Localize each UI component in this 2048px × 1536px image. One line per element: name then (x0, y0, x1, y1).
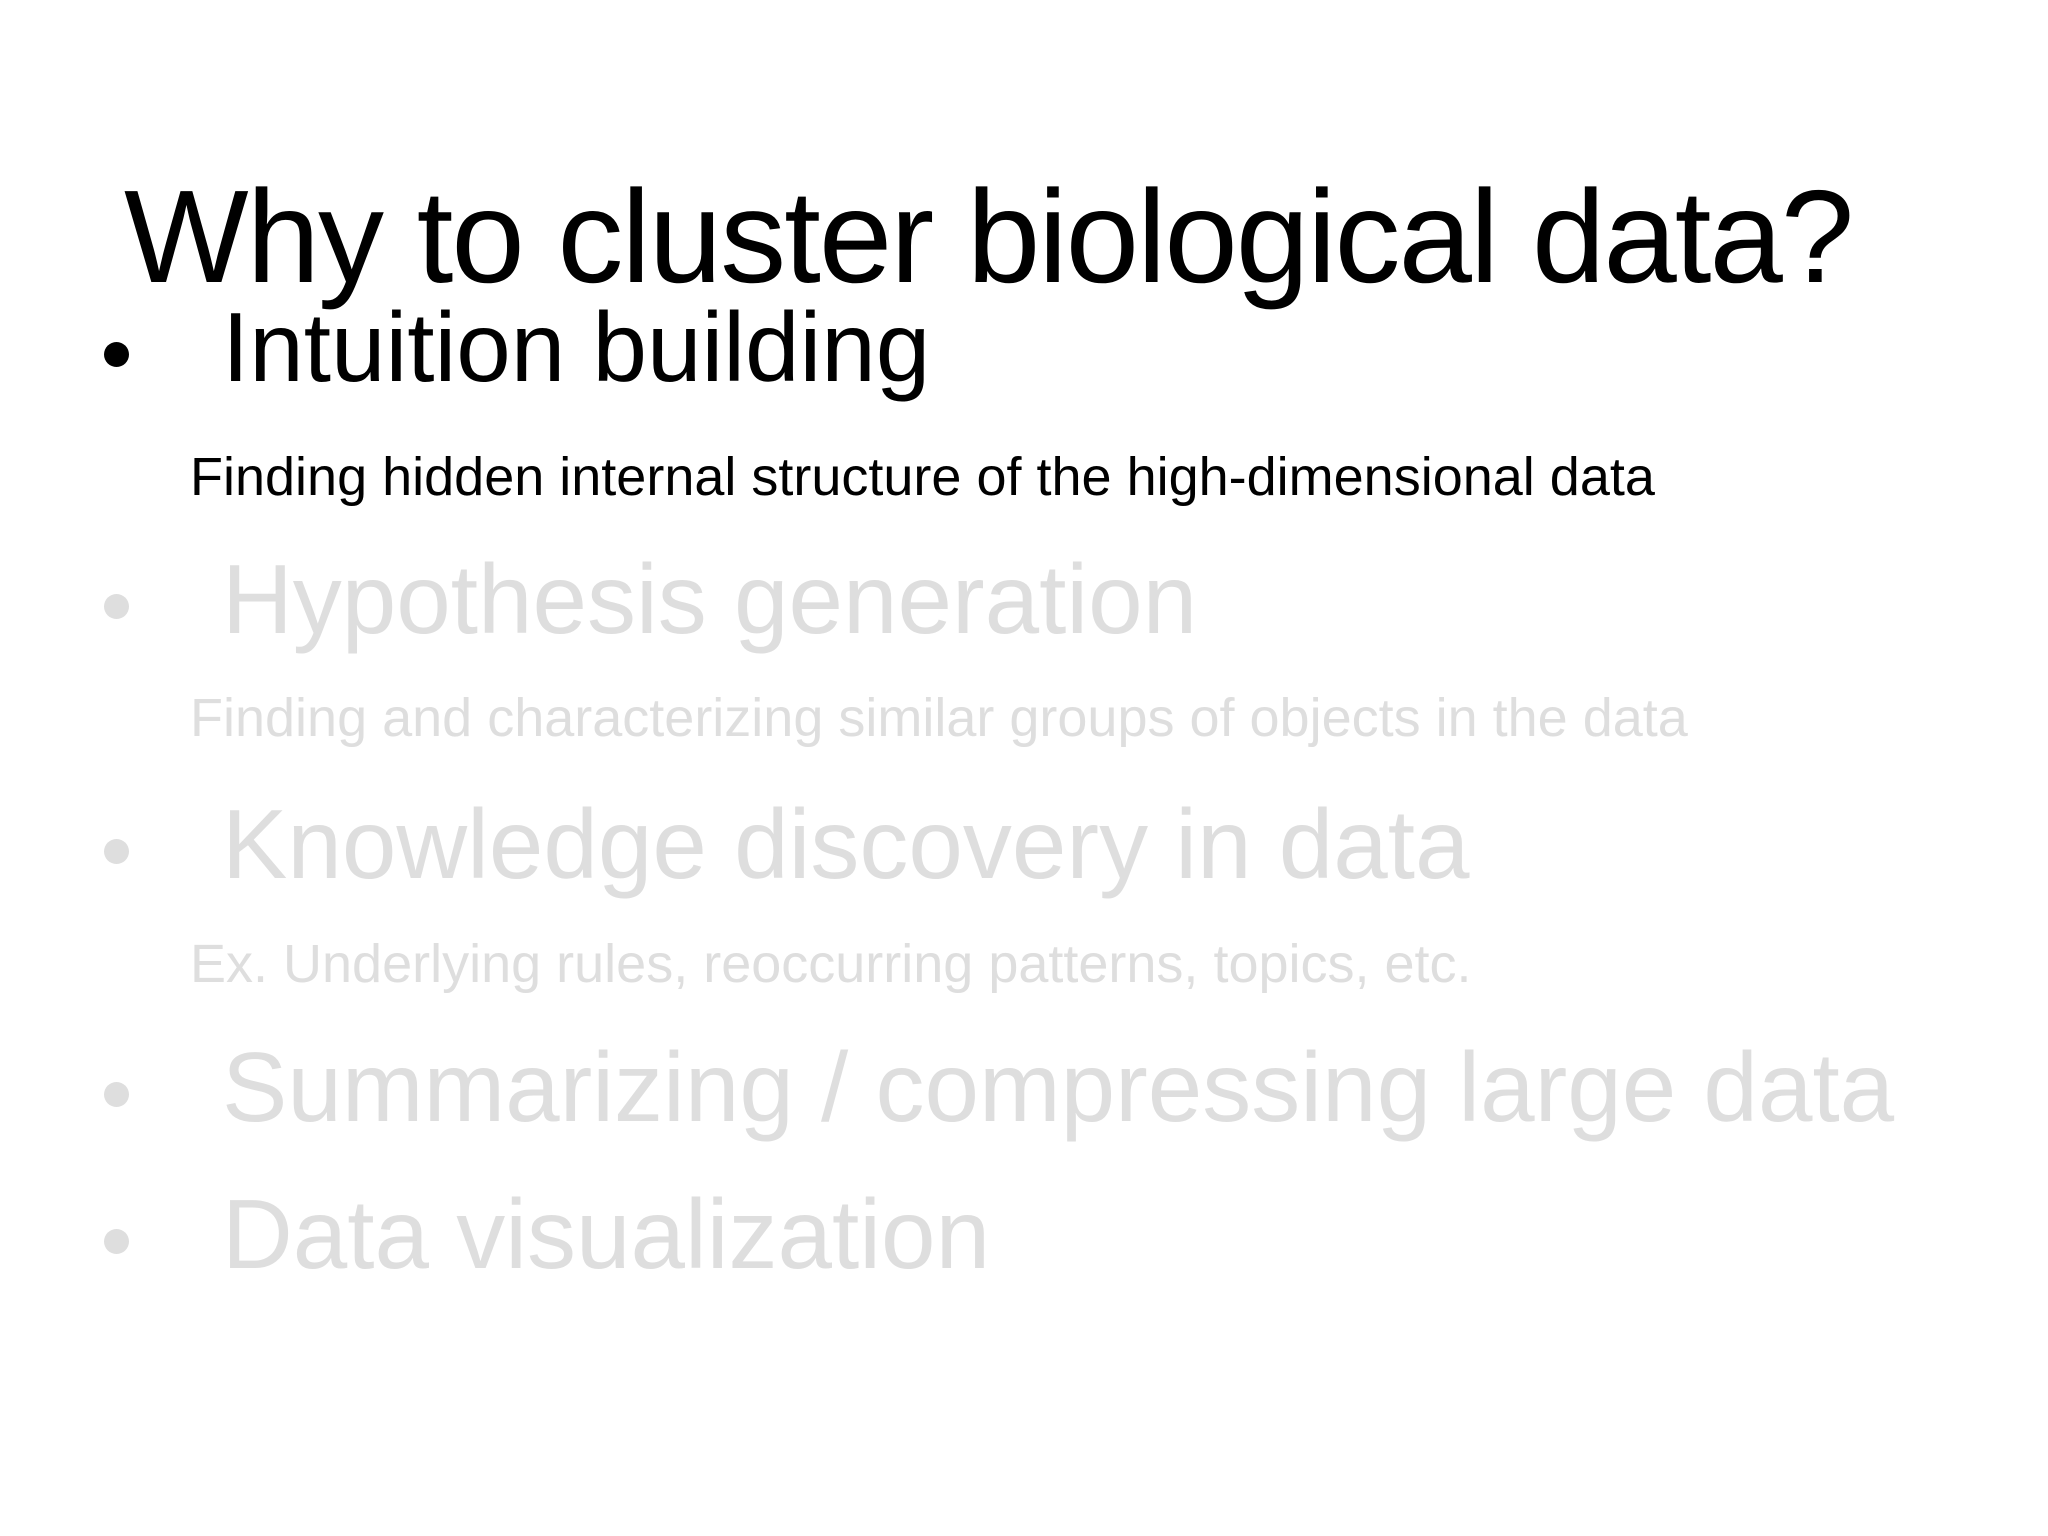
bullet-item-hypothesis-generation: Hypothesis generation (100, 544, 2028, 654)
bullet-icon (104, 594, 129, 619)
bullet-icon (104, 1082, 129, 1107)
bullet-label: Knowledge discovery in data (222, 789, 1470, 899)
bullet-note-text: Finding hidden internal structure of the… (190, 447, 1655, 507)
bullet-note-hypothesis-generation: Finding and characterizing similar group… (100, 688, 2028, 748)
bullet-item-knowledge-discovery: Knowledge discovery in data (100, 789, 2028, 899)
bullet-label: Summarizing / compressing large data (222, 1032, 1895, 1142)
bullet-icon (104, 839, 129, 864)
bullet-note-text: Ex. Underlying rules, reoccurring patter… (190, 934, 1472, 994)
bullet-item-intuition-building: Intuition building (100, 292, 2028, 402)
bullet-note-knowledge-discovery: Ex. Underlying rules, reoccurring patter… (100, 934, 2028, 994)
bullet-icon (104, 342, 129, 367)
slide-title: Why to cluster biological data? (124, 163, 1854, 311)
bullet-label: Hypothesis generation (222, 544, 1198, 654)
bullet-item-data-visualization: Data visualization (100, 1179, 2028, 1289)
bullet-icon (104, 1229, 129, 1254)
bullet-item-summarizing-compressing: Summarizing / compressing large data (100, 1032, 2028, 1142)
bullet-note-text: Finding and characterizing similar group… (190, 688, 1688, 748)
bullet-label: Data visualization (222, 1179, 991, 1289)
bullet-note-intuition-building: Finding hidden internal structure of the… (100, 447, 2028, 507)
bullet-label: Intuition building (222, 292, 931, 402)
